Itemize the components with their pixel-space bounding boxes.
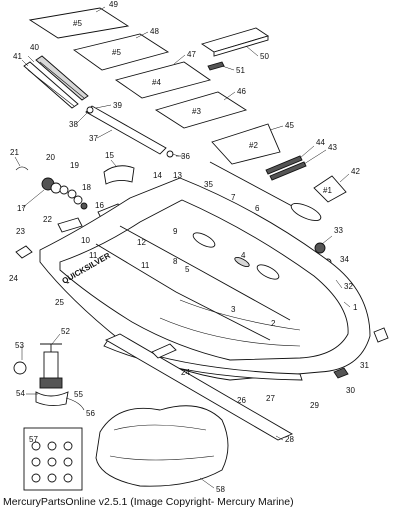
floor-label-49: #5 xyxy=(73,19,82,28)
callout-9: 9 xyxy=(173,227,178,236)
repair-kit-part-57[interactable] xyxy=(23,427,83,491)
callout-32: 32 xyxy=(344,282,353,291)
callout-4: 4 xyxy=(241,251,246,260)
grommet-part-23[interactable] xyxy=(15,245,33,259)
callout-43: 43 xyxy=(328,143,337,152)
callout-23: 23 xyxy=(16,227,25,236)
callout-18: 18 xyxy=(82,183,91,192)
callout-26: 26 xyxy=(237,396,246,405)
callout-34: 34 xyxy=(340,255,349,264)
floor-panel-42[interactable]: #1 xyxy=(313,175,347,203)
callout-41: 41 xyxy=(13,52,22,61)
callout-16: 16 xyxy=(95,201,104,210)
floor-label-48: #5 xyxy=(112,48,121,57)
callout-20: 20 xyxy=(46,153,55,162)
pump-part-52-55[interactable] xyxy=(35,343,85,411)
callout-28: 28 xyxy=(285,435,294,444)
callout-56: 56 xyxy=(86,409,95,418)
callout-21: 21 xyxy=(10,148,19,157)
callout-2: 2 xyxy=(271,319,276,328)
strip-part-28[interactable] xyxy=(104,333,294,441)
bracket-part-15[interactable] xyxy=(103,165,135,185)
callout-24b: 24 xyxy=(181,368,190,377)
floor-panel-47[interactable]: #4 xyxy=(114,61,212,99)
floor-panel-46[interactable]: #3 xyxy=(154,91,248,129)
leader-lines xyxy=(14,6,351,489)
callout-17: 17 xyxy=(17,204,26,213)
callout-37: 37 xyxy=(89,134,98,143)
callout-11b: 11 xyxy=(141,261,150,270)
callout-1: 1 xyxy=(353,303,358,312)
floor-panel-49[interactable]: #5 xyxy=(28,7,130,39)
callout-5: 5 xyxy=(185,265,190,274)
callout-54: 54 xyxy=(16,389,25,398)
callout-3: 3 xyxy=(231,305,236,314)
callout-24a: 24 xyxy=(9,274,18,283)
callout-14: 14 xyxy=(153,171,162,180)
callout-49: 49 xyxy=(109,0,118,9)
callout-13: 13 xyxy=(173,171,182,180)
callout-58: 58 xyxy=(216,485,225,494)
round-part-53[interactable] xyxy=(13,361,27,375)
strips-part-43-44[interactable] xyxy=(265,155,307,181)
callouts: 1 2 3 4 5 6 7 8 9 10 11 11 12 13 14 15 1… xyxy=(9,0,369,494)
callout-48: 48 xyxy=(150,27,159,36)
callout-44: 44 xyxy=(316,138,325,147)
callout-52: 52 xyxy=(61,327,70,336)
callout-25: 25 xyxy=(55,298,64,307)
floor-label-42: #1 xyxy=(323,186,332,195)
strip-part-51[interactable] xyxy=(207,61,225,71)
callout-35: 35 xyxy=(204,180,213,189)
callout-11a: 11 xyxy=(89,251,98,260)
callout-50: 50 xyxy=(260,52,269,61)
callout-40: 40 xyxy=(30,43,39,52)
callout-22: 22 xyxy=(43,215,52,224)
callout-46: 46 xyxy=(237,87,246,96)
callout-53: 53 xyxy=(15,341,24,350)
callout-7: 7 xyxy=(231,193,236,202)
floor-label-47: #4 xyxy=(152,78,161,87)
callout-55: 55 xyxy=(74,390,83,399)
transom-bar-part-37[interactable] xyxy=(85,105,184,158)
callout-38: 38 xyxy=(69,120,78,129)
callout-6: 6 xyxy=(255,204,260,213)
callout-27: 27 xyxy=(266,394,275,403)
callout-10: 10 xyxy=(81,236,90,245)
floor-label-45: #2 xyxy=(249,141,258,150)
plug-part-24[interactable] xyxy=(151,343,177,359)
callout-45: 45 xyxy=(285,121,294,130)
callout-29: 29 xyxy=(310,401,319,410)
floor-panel-48[interactable]: #5 xyxy=(72,33,170,71)
callout-33: 33 xyxy=(334,226,343,235)
callout-19: 19 xyxy=(70,161,79,170)
callout-57: 57 xyxy=(29,435,38,444)
floor-panel-45[interactable]: #2 xyxy=(211,123,281,165)
boat-hull[interactable]: QUICKSILVER xyxy=(39,177,371,381)
callout-15: 15 xyxy=(105,151,114,160)
callout-36: 36 xyxy=(181,152,190,161)
handles-part-30-31[interactable] xyxy=(333,327,389,379)
floor-label-46: #3 xyxy=(192,107,201,116)
callout-8: 8 xyxy=(173,257,178,266)
callout-12: 12 xyxy=(137,238,146,247)
callout-51: 51 xyxy=(236,66,245,75)
callout-47: 47 xyxy=(187,50,196,59)
callout-42: 42 xyxy=(351,167,360,176)
callout-31: 31 xyxy=(360,361,369,370)
bench-seat-part-50[interactable] xyxy=(200,27,270,57)
rails-part-40-41[interactable] xyxy=(23,55,89,109)
carry-bag-part-58[interactable] xyxy=(95,405,229,487)
callout-30: 30 xyxy=(346,386,355,395)
footer-copyright: MercuryPartsOnline v2.5.1 (Image Copyrig… xyxy=(3,496,294,508)
callout-39: 39 xyxy=(113,101,122,110)
valve-assembly-parts-17-21[interactable] xyxy=(15,166,88,210)
